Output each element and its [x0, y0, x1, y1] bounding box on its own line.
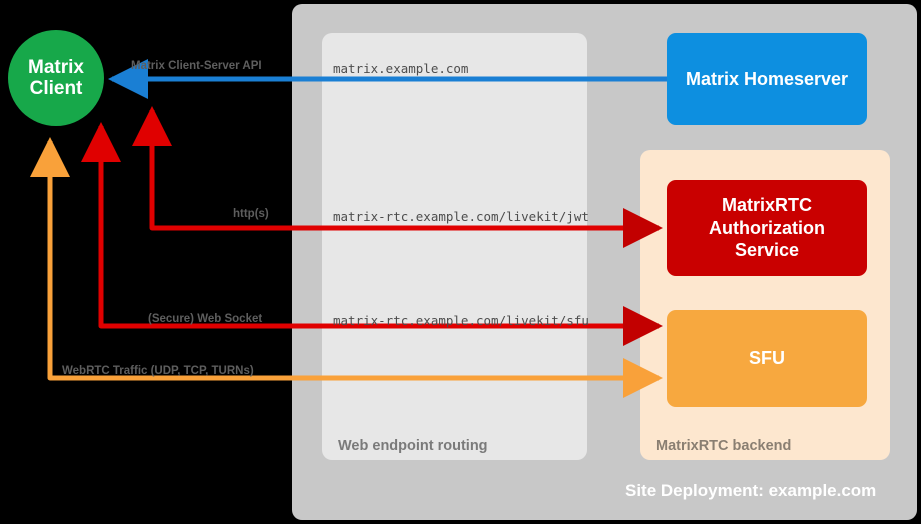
edge-secure-web-socket: [81, 121, 664, 346]
edge-webrtc-traffic: [29, 136, 664, 398]
node-matrix-homeserver[interactable]: [667, 33, 867, 125]
node-matrixrtc-authorization-service[interactable]: [667, 180, 867, 276]
container-web-endpoint-routing: [322, 33, 587, 460]
node-matrix-client[interactable]: [8, 30, 104, 126]
node-sfu[interactable]: [667, 310, 867, 407]
edge-jwt-https: [132, 105, 664, 248]
